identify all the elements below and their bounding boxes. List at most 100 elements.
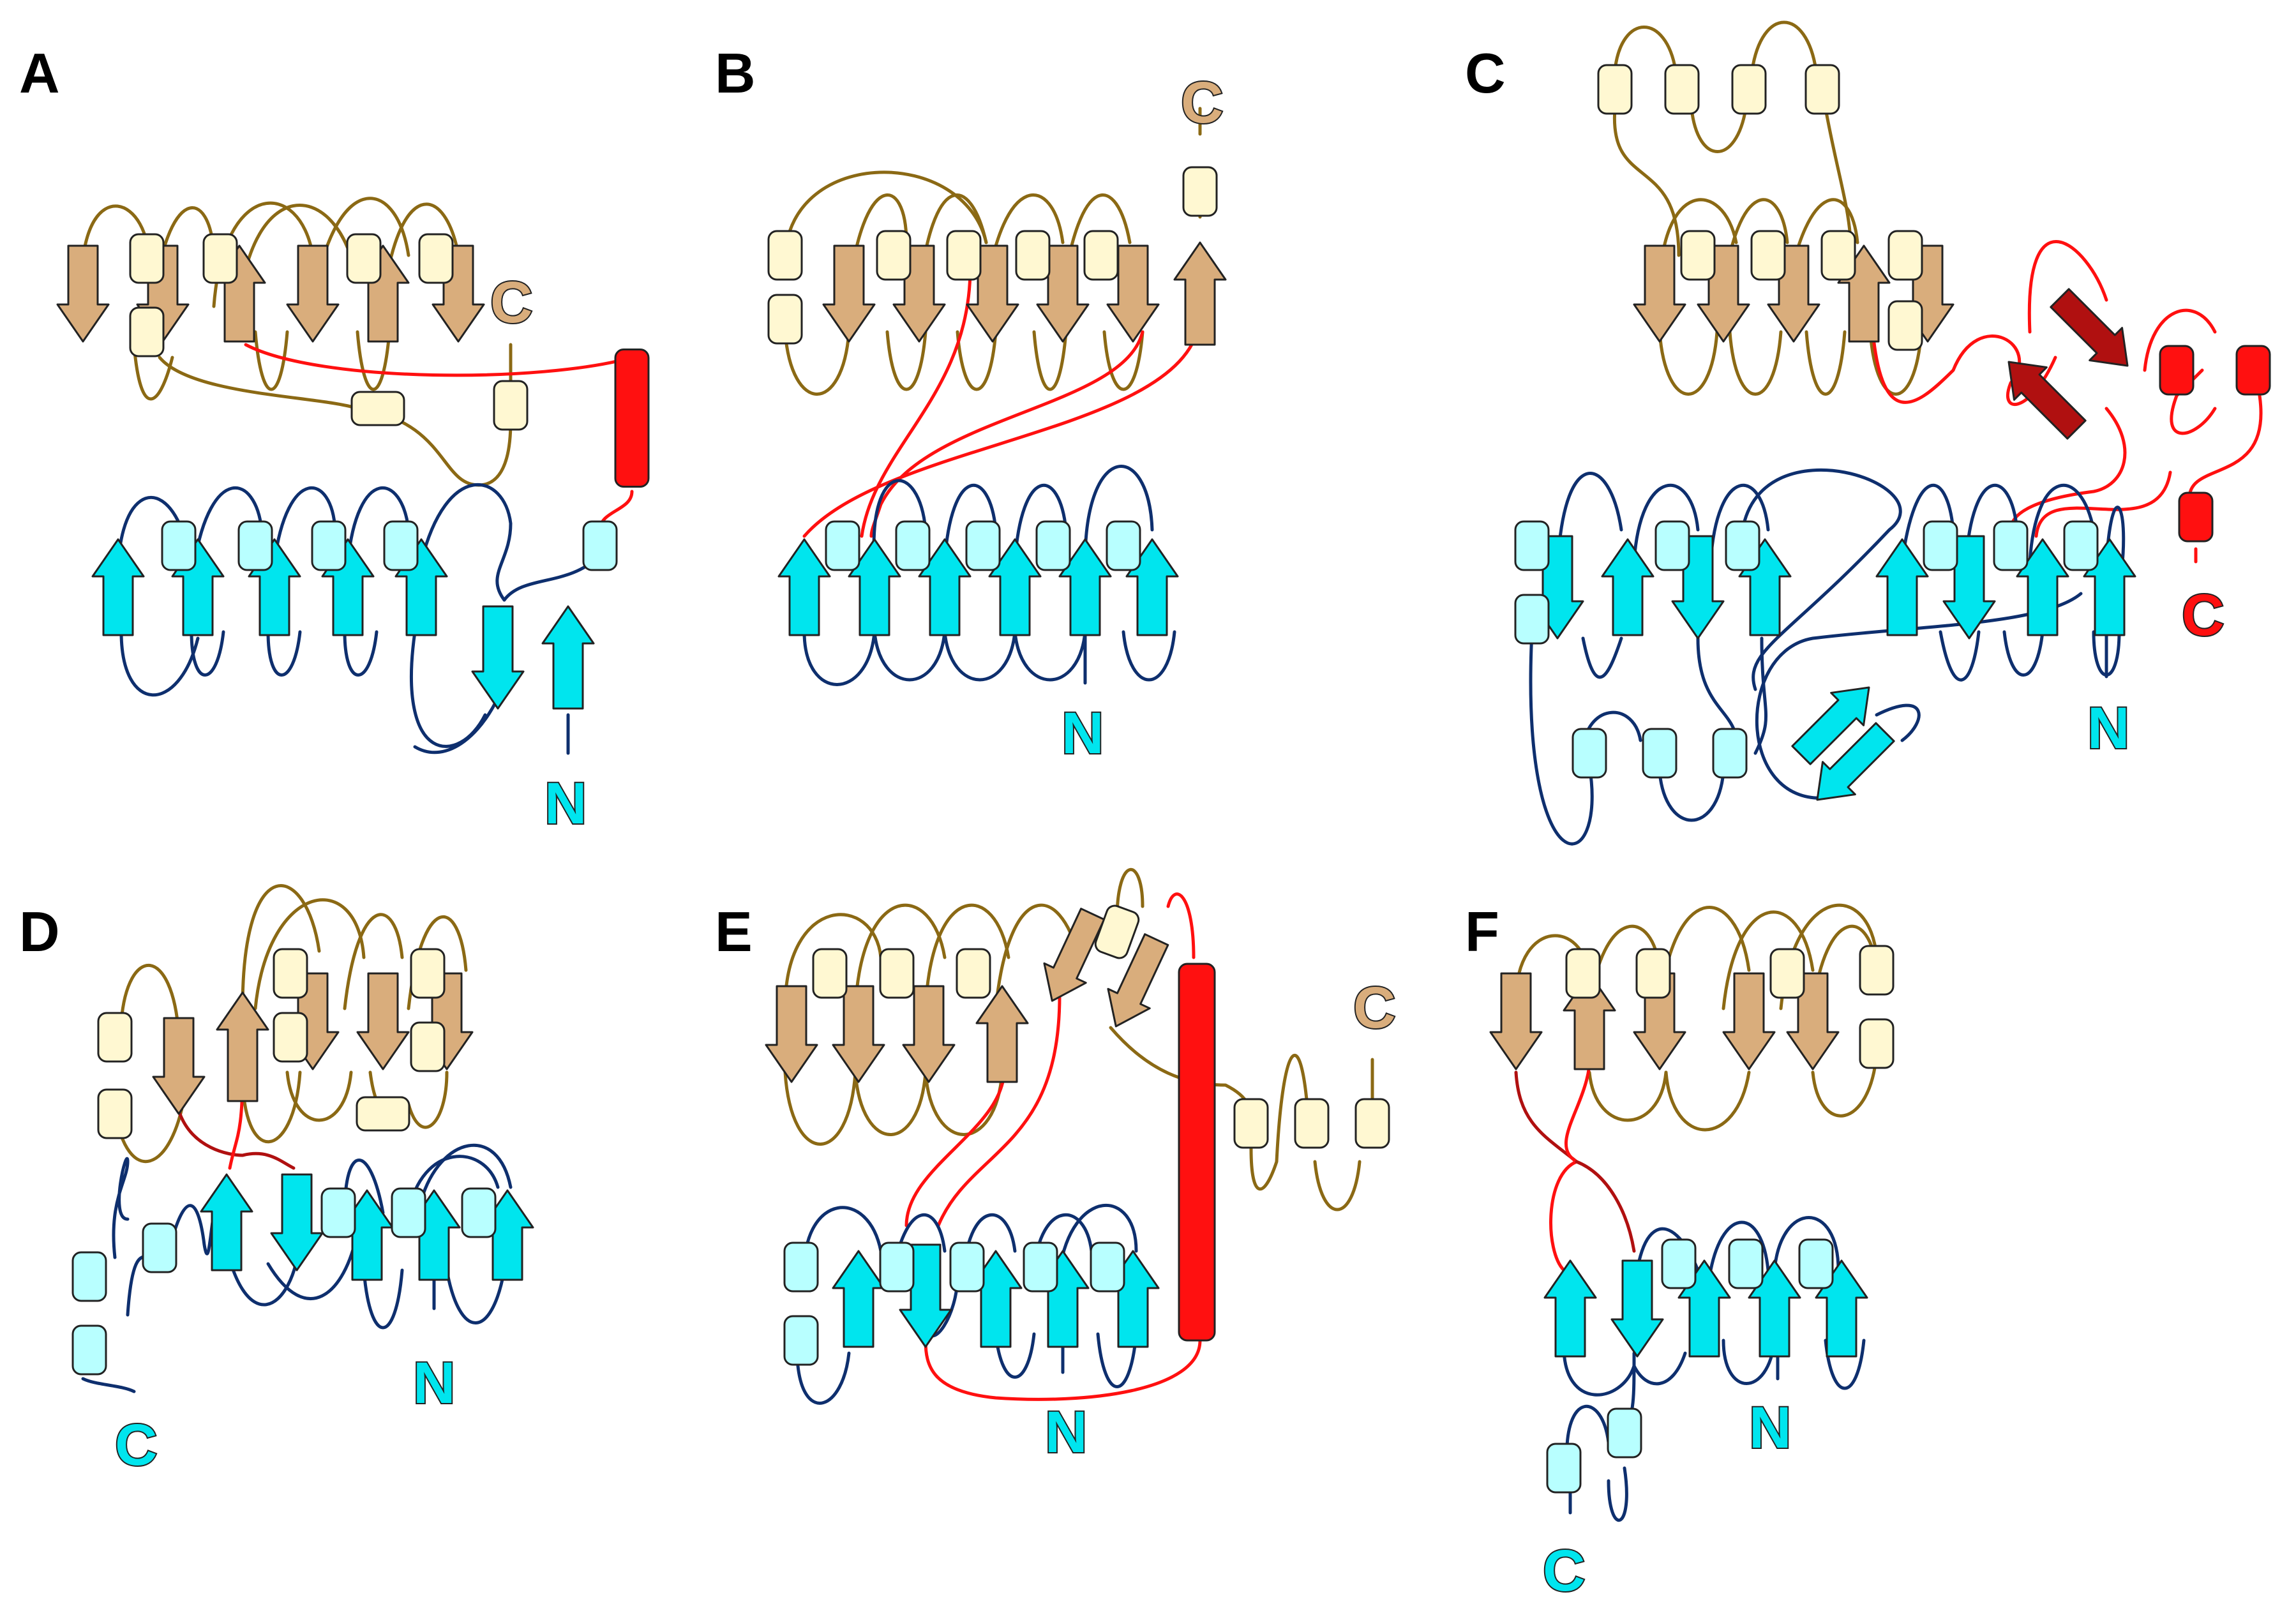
panel-d-bot-loop-1 [112,1157,130,1259]
panel-c-bot-strand-2 [1601,538,1654,636]
panel-d-bot-loop-5 [266,1230,359,1300]
panel-b-top-loop-6 [783,330,851,396]
panel-b-top-strand-6 [1173,241,1227,346]
panel-d-top-helix-2 [97,1088,133,1139]
panel-e-bot-helix-6 [1090,1241,1125,1293]
panel-c-bot-loop-16 [1939,630,1981,682]
panel-b-bot-loop-3 [1013,483,1068,564]
panel-c-bot-diag-strand-1 [1791,686,1870,765]
panel-c-linker-helix-2 [2235,345,2271,396]
panel-f-bot-loop-4 [1562,1345,1636,1397]
panel-a-bot-helix-5 [582,520,618,571]
panel-b-linker-2 [869,330,1144,538]
panel-e-n-terminus: N [1045,1400,1087,1465]
panel-b-bot-loop-8 [1013,630,1087,682]
panel-a-bot-loop-8 [266,630,302,677]
panel-c-linker-1 [1868,266,2057,406]
panel-b-top-strand-1 [822,244,876,343]
panel-e-bot-strand-1 [832,1250,885,1348]
panel-f-bot-loop-3 [1773,1216,1840,1272]
panel-b-top-helix-1 [767,230,803,281]
panel-f-bot-helix-5 [1546,1443,1582,1494]
panel-e-top-loop-7 [853,1070,927,1136]
panel-c-linker-strand-1 [2050,288,2129,367]
panel-c-n-terminus: N [2087,696,2129,761]
panel-a-n-terminus: N [544,771,587,836]
panel-d-top-helix-5 [410,948,446,999]
panel-c-bot-diag-strand-2 [1816,722,1895,801]
panel-e-top-strand-4 [975,985,1029,1083]
panel-c-linker-strand-2 [2007,361,2087,440]
panel-b-top-helix-5 [1015,230,1051,281]
panel-e-bot-helix-2 [783,1315,819,1366]
panel-a-top-helix-2 [129,306,165,357]
panel-d-top-strand-1 [152,1017,206,1115]
panel-c-bot-loop-4 [1741,468,1902,691]
panel-e-linker-2 [936,994,1062,1227]
panel-b-bot-strand-3 [918,538,972,636]
panel-d-top-helix-3 [273,948,308,999]
panel-c-cap-helix-2 [1664,64,1700,115]
panel-c-bot-helix-10 [1712,728,1748,779]
panel-c-top-loop-5 [1728,330,1783,396]
panel-c-label: C [1465,41,1506,105]
panel-c-linker-4 [2143,308,2217,372]
panel-e-top-loop-5 [1115,867,1144,921]
loop-layer [79,20,2263,1522]
panel-d-bot-loop-10 [445,1268,506,1324]
panel-e-top-loop-2 [853,903,947,1010]
panel-b-top-loop-9 [1032,330,1068,391]
panel-c-bot-loop-2 [1632,484,1700,564]
panel-a-top-loop-8 [253,330,289,391]
panel-d-top-helix-4 [273,1012,308,1063]
panel-e-linker-helix [1178,963,1216,1342]
panel-b-top-helix-6 [1083,230,1119,281]
panel-a-bot-strand-6 [471,605,525,710]
panel-c-top-loop-7 [1868,330,1923,396]
panel-e-bot-helix-4 [949,1241,985,1293]
panel-c-bot-loop-10 [1581,636,1623,679]
panel-e-bot-loop-8 [994,1332,1036,1379]
panel-c-top-helix-4 [1887,230,1923,281]
panel-c-linker-strand-2-group [2007,361,2087,440]
panel-a-bot-helix-1 [161,520,197,571]
panel-e-linker-4 [924,1339,1202,1401]
panel-b-bot-strand-1 [777,538,831,636]
panel-e-top-helix-4 [1094,904,1140,959]
panel-a-c-terminus: C [490,270,532,335]
panel-f-bot-helix-1 [1661,1238,1697,1289]
panel-e-label: E [715,900,753,963]
panel-a-bot-helix-3 [311,520,347,571]
panel-c-cap-loop-3 [1750,20,1818,72]
panel-d-linker-3 [241,1151,296,1170]
panel-c-bot-loop-9 [1529,630,1594,846]
panel-e-top-c-path-2 [1249,1053,1310,1191]
panel-a-bot-helix-2 [237,520,273,571]
panel-a-bot-strand-1 [91,538,145,636]
panel-c-top-helix-2 [1750,230,1786,281]
panel-c-bot-loop-6 [1964,483,2019,564]
panel-c-bot-loop-13 [1658,770,1725,822]
panel-f-top-helix-4 [1859,945,1895,996]
panel-e-top-diag-strand-1-group [1043,908,1106,1002]
panel-d-top-helix-7 [356,1096,410,1132]
panel-c-top-helix-3 [1820,230,1856,281]
panel-f-bot-strand-2 [1610,1259,1664,1358]
panel-c-linker-7 [2034,470,2172,538]
panel-d-bot-helix-5 [391,1187,426,1238]
label-layer: A B C D E F N C N C N C N C N C N C [19,41,2225,1605]
panel-d-top-loop-4 [343,913,404,1010]
panel-b-bot-loop-9 [1122,630,1176,682]
panel-a-label: A [19,41,60,105]
panel-a-top-helix-4 [346,233,382,284]
panel-d-top-strand-4 [356,972,410,1070]
panel-c-bot-loop-18 [1755,592,2083,800]
panel-a-top-loop-4 [237,204,356,308]
panel-f-linker-4 [1575,1160,1636,1253]
panel-a-bot-loop-2 [193,486,264,564]
panel-a-bot-loop-6 [119,630,200,697]
panel-a-bot-strand-7 [541,605,595,710]
panel-c-c-terminus: C [2182,583,2224,648]
panel-b-bot-loop-4 [1083,465,1154,564]
panel-b-bot-strand-2 [848,538,901,636]
